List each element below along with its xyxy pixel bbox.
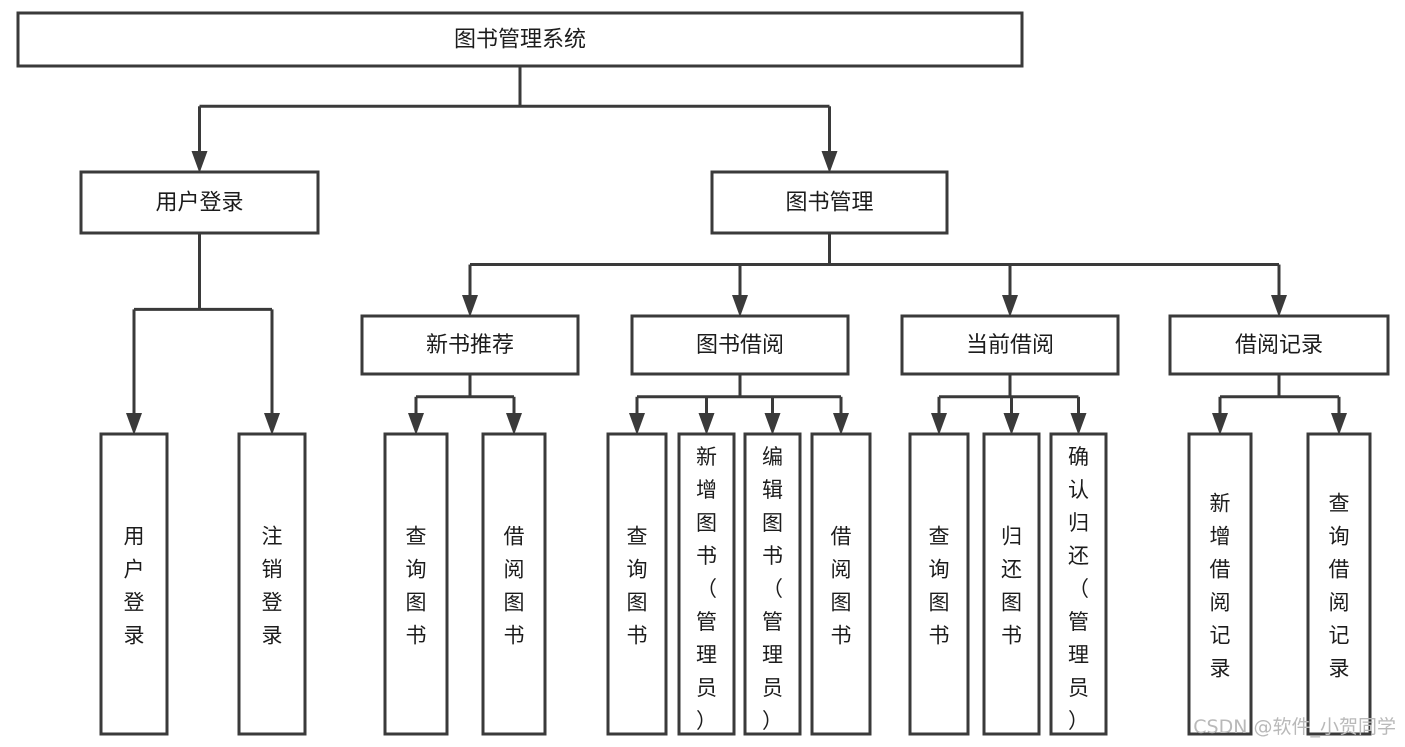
node-label-leaf-add-book: 新增图书（管理员） <box>696 445 717 733</box>
node-label-book-management: 图书管理 <box>785 191 873 216</box>
node-box-new-book-recommend[interactable] <box>360 314 580 376</box>
node-leaf-borrow-book[interactable]: 借阅图书 <box>810 432 872 736</box>
node-leaf-query-book-borrow[interactable]: 查询图书 <box>606 432 668 736</box>
node-box-leaf-logout[interactable] <box>237 432 307 736</box>
node-label-leaf-query-borrow-record: 查询借阅记录 <box>1329 492 1350 681</box>
node-box-user-login[interactable] <box>79 170 320 235</box>
node-current-borrow[interactable]: 当前借阅 <box>900 314 1120 376</box>
node-label-leaf-edit-book: 编辑图书（管理员） <box>762 445 783 733</box>
node-leaf-add-book[interactable]: 新增图书（管理员） <box>677 432 736 736</box>
node-leaf-add-borrow-record[interactable]: 新增借阅记录 <box>1187 432 1253 736</box>
node-label-leaf-add-borrow-record: 新增借阅记录 <box>1210 492 1231 681</box>
node-box-leaf-add-borrow-record[interactable] <box>1187 432 1253 736</box>
node-leaf-logout[interactable]: 注销登录 <box>237 432 307 736</box>
node-label-leaf-borrow-book: 借阅图书 <box>831 525 852 648</box>
node-label-leaf-return-book: 归还图书 <box>1001 525 1022 648</box>
node-box-leaf-query-book-current[interactable] <box>908 432 970 736</box>
node-leaf-borrow-book-recommend[interactable]: 借阅图书 <box>481 432 547 736</box>
node-root[interactable]: 图书管理系统 <box>16 11 1024 68</box>
node-box-leaf-query-book-recommend[interactable] <box>383 432 449 736</box>
node-box-leaf-user-login[interactable] <box>99 432 169 736</box>
node-label-book-borrow: 图书借阅 <box>696 333 784 358</box>
node-box-leaf-edit-book[interactable] <box>743 432 802 736</box>
node-leaf-confirm-return[interactable]: 确认归还（管理员） <box>1049 432 1108 736</box>
node-layer: 图书管理系统用户登录图书管理新书推荐图书借阅当前借阅借阅记录用户登录注销登录查询… <box>16 11 1390 736</box>
node-leaf-user-login[interactable]: 用户登录 <box>99 432 169 736</box>
node-leaf-edit-book[interactable]: 编辑图书（管理员） <box>743 432 802 736</box>
node-box-root[interactable] <box>16 11 1024 68</box>
node-label-leaf-query-book-current: 查询图书 <box>929 525 950 648</box>
node-box-leaf-confirm-return[interactable] <box>1049 432 1108 736</box>
node-label-leaf-borrow-book-recommend: 借阅图书 <box>504 525 525 648</box>
node-label-leaf-query-book-recommend: 查询图书 <box>406 525 427 648</box>
node-label-leaf-user-login: 用户登录 <box>124 525 145 648</box>
node-label-leaf-logout: 注销登录 <box>262 525 283 648</box>
node-borrow-record[interactable]: 借阅记录 <box>1168 314 1390 376</box>
node-book-borrow[interactable]: 图书借阅 <box>630 314 850 376</box>
node-leaf-query-book-current[interactable]: 查询图书 <box>908 432 970 736</box>
node-label-leaf-query-book-borrow: 查询图书 <box>627 525 648 648</box>
node-label-user-login: 用户登录 <box>155 191 243 216</box>
node-box-current-borrow[interactable] <box>900 314 1120 376</box>
node-leaf-query-borrow-record[interactable]: 查询借阅记录 <box>1306 432 1372 736</box>
node-leaf-query-book-recommend[interactable]: 查询图书 <box>383 432 449 736</box>
node-user-login[interactable]: 用户登录 <box>79 170 320 235</box>
node-box-borrow-record[interactable] <box>1168 314 1390 376</box>
node-book-management[interactable]: 图书管理 <box>710 170 949 235</box>
node-box-leaf-borrow-book[interactable] <box>810 432 872 736</box>
node-label-borrow-record: 借阅记录 <box>1235 333 1323 358</box>
node-label-new-book-recommend: 新书推荐 <box>426 333 514 358</box>
node-box-book-management[interactable] <box>710 170 949 235</box>
connector-layer <box>126 66 1347 435</box>
node-box-leaf-query-book-borrow[interactable] <box>606 432 668 736</box>
node-label-current-borrow: 当前借阅 <box>966 333 1054 358</box>
node-box-leaf-query-borrow-record[interactable] <box>1306 432 1372 736</box>
csdn-watermark: CSDN @软件_小贺同学 <box>1193 716 1396 738</box>
node-label-leaf-confirm-return: 确认归还（管理员） <box>1068 445 1089 733</box>
node-box-leaf-return-book[interactable] <box>982 432 1041 736</box>
node-box-leaf-borrow-book-recommend[interactable] <box>481 432 547 736</box>
node-new-book-recommend[interactable]: 新书推荐 <box>360 314 580 376</box>
node-box-book-borrow[interactable] <box>630 314 850 376</box>
node-leaf-return-book[interactable]: 归还图书 <box>982 432 1041 736</box>
node-box-leaf-add-book[interactable] <box>677 432 736 736</box>
node-label-root: 图书管理系统 <box>454 28 586 53</box>
